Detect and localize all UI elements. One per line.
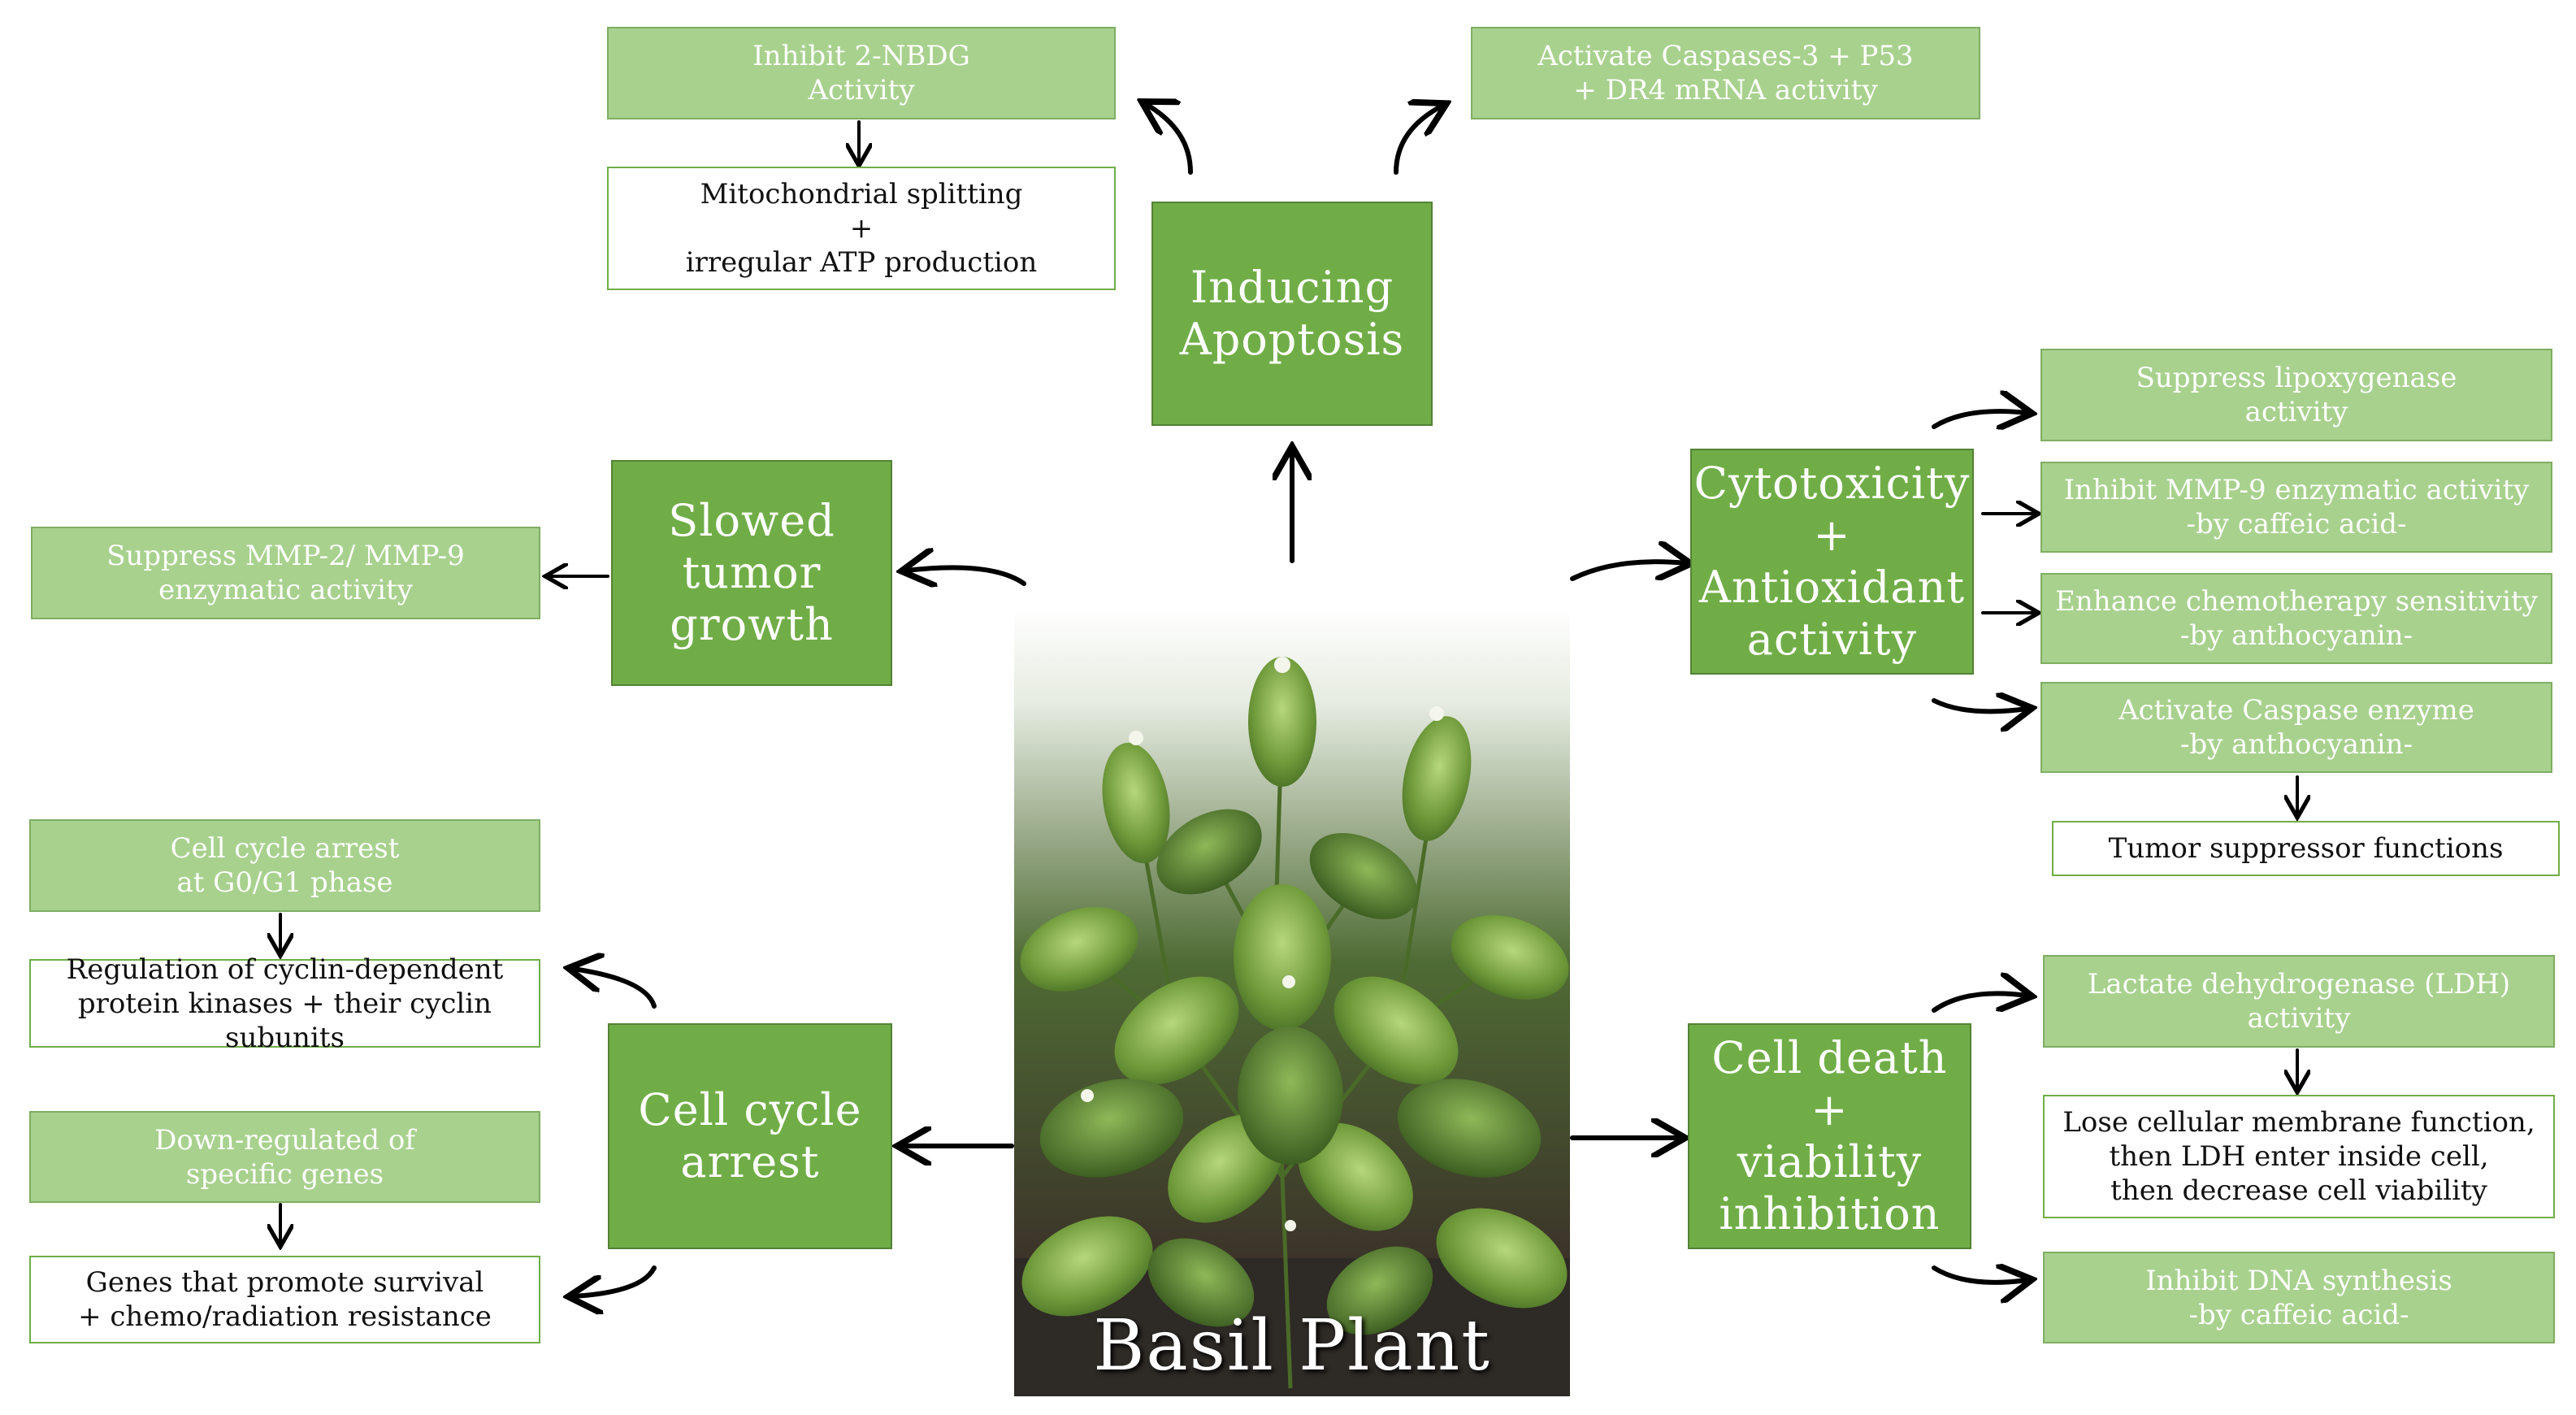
- arrow-to-tumor: [906, 567, 1026, 584]
- node-cell-death-viability: Cell death + viability inhibition: [1688, 1023, 1971, 1249]
- effect-inhibit-mmp9-caffeic: Inhibit MMP-9 enzymatic activity -by caf…: [2040, 462, 2552, 553]
- effect-ldh-activity: Lactate dehydrogenase (LDH) activity: [2043, 955, 2555, 1048]
- effect-membrane-function: Lose cellular membrane function, then LD…: [2043, 1095, 2555, 1218]
- effect-suppress-lipoxygenase: Suppress lipoxygenase activity: [2040, 349, 2552, 441]
- arrow-to-nbdg: [1146, 104, 1193, 175]
- effect-suppress-mmp2-mmp9: Suppress MMP-2/ MMP-9 enzymatic activity: [31, 527, 540, 619]
- node-slowed-tumor-growth: Slowed tumor growth: [611, 460, 892, 686]
- node-cell-cycle-arrest: Cell cycle arrest: [608, 1023, 892, 1249]
- basil-plant-photo: Basil Plant: [1014, 608, 1570, 1396]
- node-inducing-apoptosis: Inducing Apoptosis: [1151, 202, 1433, 426]
- effect-inhibit-dna-synthesis: Inhibit DNA synthesis -by caffeic acid-: [2043, 1252, 2555, 1343]
- arrow-to-lipox: [1932, 411, 2027, 427]
- arrow-to-cdk: [573, 969, 657, 1009]
- effect-down-regulated-genes: Down-regulated of specific genes: [29, 1111, 540, 1203]
- node-cytotoxicity-antioxidant: Cytotoxicity + Antioxidant activity: [1690, 449, 1974, 675]
- effect-mitochondrial-splitting: Mitochondrial splitting + irregular ATP …: [607, 167, 1116, 290]
- arrow-to-caspase: [1932, 701, 2027, 711]
- arrow-to-caspases: [1394, 106, 1442, 175]
- effect-chemotherapy-sensitivity: Enhance chemotherapy sensitivity -by ant…: [2040, 573, 2552, 664]
- effect-activate-caspase-enzyme: Activate Caspase enzyme -by anthocyanin-: [2040, 682, 2552, 773]
- arrow-to-genes: [573, 1265, 657, 1296]
- effect-activate-caspases-p53: Activate Caspases-3 + P53 + DR4 mRNA act…: [1471, 27, 1980, 119]
- effect-survival-genes: Genes that promote survival + chemo/radi…: [29, 1256, 540, 1343]
- effect-tumor-suppressor: Tumor suppressor functions: [2052, 821, 2560, 876]
- basil-plant-image: [1014, 608, 1570, 1396]
- center-title: Basil Plant: [1093, 1305, 1491, 1387]
- effect-cyclin-kinases: Regulation of cyclin-dependent protein k…: [29, 953, 540, 1054]
- arrow-to-ldh: [1932, 993, 2027, 1010]
- arrow-to-dna: [1932, 1268, 2027, 1283]
- arrow-to-cytotoxicity: [1570, 562, 1686, 579]
- effect-g0g1-arrest: Cell cycle arrest at G0/G1 phase: [29, 819, 540, 912]
- effect-inhibit-2nbdg: Inhibit 2-NBDG Activity: [607, 27, 1116, 119]
